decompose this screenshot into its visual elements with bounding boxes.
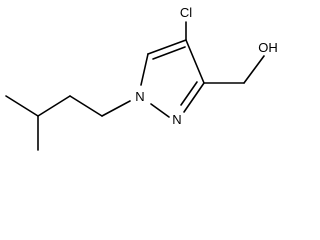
ring-nitrogen-2-label: N: [172, 112, 181, 127]
bond-c3-n2: [183, 82, 205, 113]
chlorine-label: Cl: [180, 5, 192, 20]
bond-ch2-oh: [243, 55, 265, 84]
bond-c5-c4-double: [152, 46, 186, 60]
bond-c5-c4: [147, 39, 187, 55]
bond-chain-to-n1: [101, 100, 131, 117]
ring-nitrogen-1-label: N: [135, 89, 144, 104]
bond-c4-c3: [185, 39, 205, 84]
structure-diagram: Cl OH N N: [5, 5, 278, 151]
bond-n1-c5: [140, 53, 149, 86]
hydroxyl-label: OH: [258, 40, 278, 55]
bond-chain-1: [37, 95, 71, 117]
bond-chain-2: [69, 95, 103, 117]
bond-n2-n1: [150, 103, 170, 118]
bond-c3-n2-double: [180, 81, 198, 106]
bond-methyl-top: [5, 95, 39, 117]
